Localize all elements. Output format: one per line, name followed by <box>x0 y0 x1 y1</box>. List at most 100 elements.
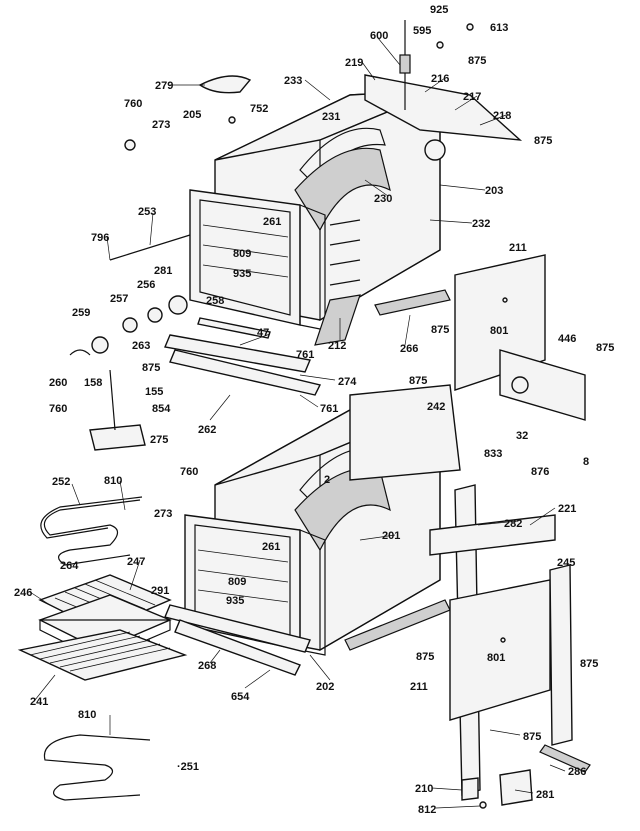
callout-label-l273a: 273 <box>152 119 171 131</box>
callout-label-l812: 812 <box>418 804 437 816</box>
callout-label-l286: 286 <box>568 766 587 778</box>
callout-label-l268: 268 <box>198 660 217 672</box>
callout-label-l282: 282 <box>504 518 523 530</box>
callout-label-l242: 242 <box>427 401 446 413</box>
callout-label-l281b: 281 <box>536 789 555 801</box>
callout-label-l875c: 875 <box>431 324 450 336</box>
callout-label-l218: 218 <box>493 110 512 122</box>
callout-label-l761a: 761 <box>296 349 315 361</box>
callout-label-l875f: 875 <box>409 375 428 387</box>
callout-label-l600: 600 <box>370 30 389 42</box>
callout-label-l810a: 810 <box>104 475 123 487</box>
callout-label-l875a: 875 <box>468 55 487 67</box>
callout-label-l291: 291 <box>151 585 170 597</box>
callout-label-l876: 876 <box>531 466 550 478</box>
callout-label-l273b: 273 <box>154 508 173 520</box>
callout-label-l259: 259 <box>72 307 91 319</box>
side-panel-lower <box>429 514 573 746</box>
callout-label-l8: 8 <box>583 456 590 468</box>
callout-label-l201: 201 <box>382 530 401 542</box>
callout-label-l210: 210 <box>415 783 434 795</box>
callout-label-l275: 275 <box>150 434 169 446</box>
bake-element-upper <box>40 496 143 566</box>
callout-label-l253: 253 <box>138 206 157 218</box>
callout-label-l32: 32 <box>516 430 529 442</box>
callout-label-l47: 47 <box>257 327 270 339</box>
callout-label-l279: 279 <box>155 80 174 92</box>
callout-label-l761b: 761 <box>320 403 339 415</box>
callout-label-l230: 230 <box>374 193 393 205</box>
callout-label-l263: 263 <box>132 340 151 352</box>
callout-label-l801b: 801 <box>487 652 506 664</box>
callout-label-l760c: 760 <box>180 466 199 478</box>
callout-label-l231: 231 <box>322 111 341 123</box>
callout-label-l809b: 809 <box>228 576 247 588</box>
callout-label-l809a: 809 <box>233 248 252 260</box>
small-parts-top <box>124 23 474 151</box>
lower-trim-strips <box>164 599 451 676</box>
callout-label-l261b: 261 <box>262 541 281 553</box>
callout-label-l935a: 935 <box>233 268 252 280</box>
callout-label-l158: 158 <box>84 377 103 389</box>
callout-label-l256: 256 <box>137 279 156 291</box>
callout-label-l760a: 760 <box>124 98 143 110</box>
bake-element-lower <box>43 734 151 801</box>
callout-label-l233: 233 <box>284 75 303 87</box>
callout-label-l446: 446 <box>558 333 577 345</box>
callout-label-l241: 241 <box>30 696 49 708</box>
callout-label-l203: 203 <box>485 185 504 197</box>
callout-label-l875b: 875 <box>534 135 553 147</box>
callout-label-l875i: 875 <box>523 731 542 743</box>
callout-label-l212: 212 <box>328 340 347 352</box>
callout-label-l202: 202 <box>316 681 335 693</box>
callout-label-l211b: 211 <box>410 681 428 693</box>
callout-label-l262: 262 <box>198 424 217 436</box>
callout-label-l875g: 875 <box>416 651 435 663</box>
thermostat-components <box>69 234 191 451</box>
side-bracket-446 <box>499 349 586 421</box>
callout-label-l266: 266 <box>400 343 419 355</box>
callout-label-l211a: 211 <box>509 242 527 254</box>
callout-label-l221: 221 <box>558 503 577 515</box>
callout-label-l258: 258 <box>206 295 225 307</box>
callout-label-l796: 796 <box>91 232 110 244</box>
callout-label-l875h: 875 <box>580 658 599 670</box>
callout-label-l654: 654 <box>231 691 250 703</box>
callout-label-l925: 925 <box>430 4 449 16</box>
callout-label-l257: 257 <box>110 293 129 305</box>
callout-label-l245: 245 <box>557 557 576 569</box>
callout-label-l155: 155 <box>145 386 164 398</box>
leader-lines <box>29 37 566 809</box>
callout-label-l252: 252 <box>52 476 71 488</box>
upper-shelf-supports <box>329 219 361 286</box>
callout-label-l833: 833 <box>484 448 503 460</box>
callout-label-l2: 2 <box>324 474 331 486</box>
callout-label-l810b: 810 <box>78 709 97 721</box>
callout-label-l217: 217 <box>463 91 482 103</box>
callout-label-l595: 595 <box>413 25 432 37</box>
callout-label-l261a: 261 <box>263 216 282 228</box>
callout-label-l216: 216 <box>431 73 450 85</box>
callout-label-l219: 219 <box>345 57 364 69</box>
callout-label-l232: 232 <box>472 218 491 230</box>
upper-oven-rack-frame <box>189 189 326 331</box>
callout-label-l251: ·251 <box>177 761 200 773</box>
callout-label-l246: 246 <box>14 587 33 599</box>
callout-label-l205: 205 <box>183 109 202 121</box>
callout-label-l801a: 801 <box>490 325 509 337</box>
bottom-right-parts <box>461 744 591 809</box>
trim-strips-middle <box>164 289 451 396</box>
callout-label-l264: 264 <box>60 560 79 572</box>
oven-rack <box>17 629 188 681</box>
callout-label-l613: 613 <box>490 22 509 34</box>
callout-label-l247: 247 <box>127 556 146 568</box>
callout-label-l875e: 875 <box>142 362 161 374</box>
callout-label-l752: 752 <box>250 103 269 115</box>
callout-label-l260: 260 <box>49 377 68 389</box>
callout-label-l760b: 760 <box>49 403 68 415</box>
callout-label-l281a: 281 <box>154 265 173 277</box>
callout-label-l935b: 935 <box>226 595 245 607</box>
callout-label-l854a: 854 <box>152 403 171 415</box>
callout-label-l274: 274 <box>338 376 357 388</box>
